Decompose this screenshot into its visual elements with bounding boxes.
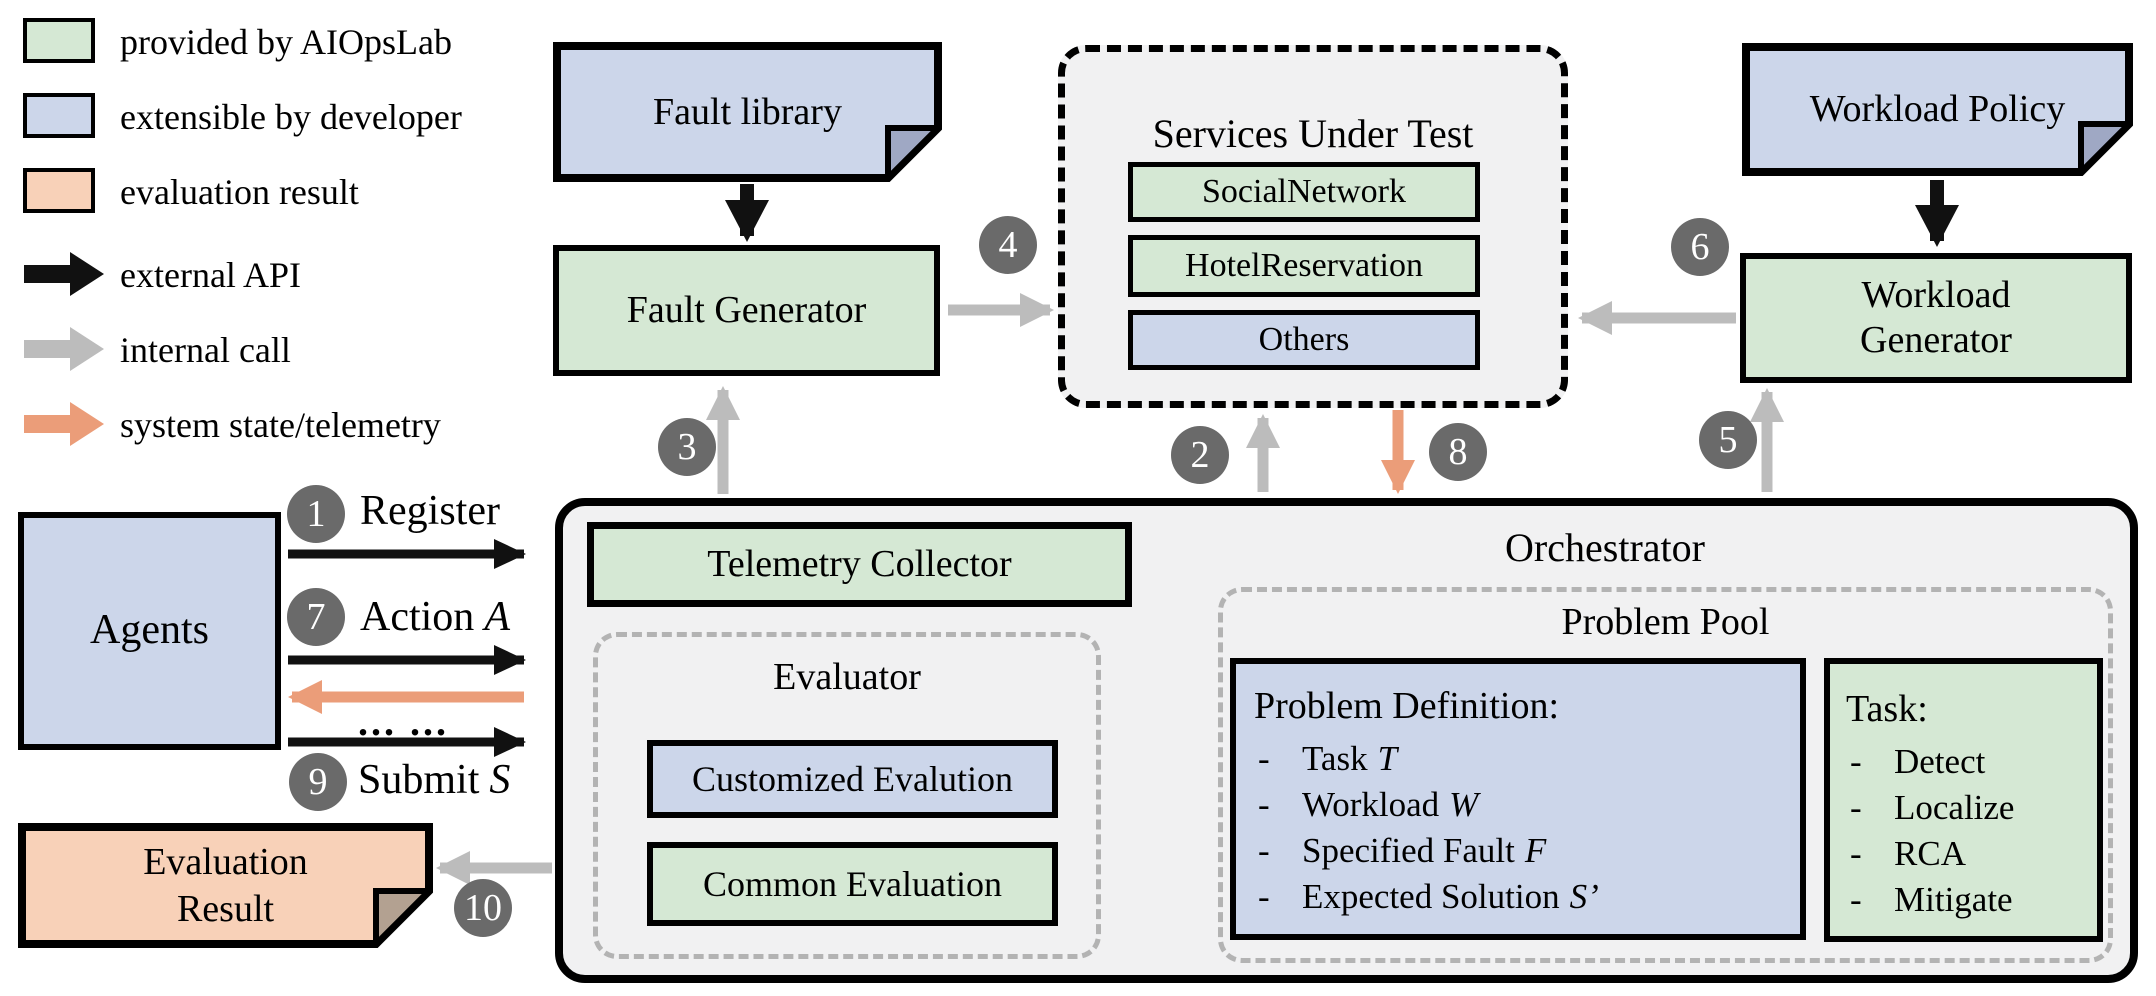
orchestrator-title: Orchestrator bbox=[1505, 525, 1705, 570]
service-label: SocialNetwork bbox=[1202, 173, 1406, 210]
register-label: Register bbox=[360, 488, 500, 534]
fault-library-note: Fault library bbox=[553, 42, 942, 182]
service-socialnetwork: SocialNetwork bbox=[1128, 162, 1480, 222]
fault-library-label: Fault library bbox=[653, 90, 842, 133]
legend-swatch-orange bbox=[23, 168, 95, 213]
task-title: Task: bbox=[1846, 688, 1928, 730]
legend-swatch-blue bbox=[23, 93, 95, 138]
task-list: -Detect -Localize -RCA -Mitigate bbox=[1846, 739, 2014, 923]
workload-policy-note: Workload Policy bbox=[1742, 43, 2133, 176]
evaluator-panel bbox=[593, 632, 1101, 959]
step-badge-4: 4 bbox=[979, 216, 1037, 274]
fault-generator-label: Fault Generator bbox=[626, 289, 867, 332]
problem-pool-panel bbox=[1218, 587, 2113, 963]
step-badge-10: 10 bbox=[454, 879, 512, 937]
telemetry-collector-label: Telemetry Collector bbox=[707, 543, 1012, 586]
legend-label: system state/telemetry bbox=[120, 405, 441, 445]
legend-label: external API bbox=[120, 255, 301, 295]
legend-label: evaluation result bbox=[120, 172, 359, 212]
step-badge-5: 5 bbox=[1699, 411, 1757, 469]
list-item: -Mitigate bbox=[1850, 880, 2013, 919]
evaluation-result-label: Evaluation Result bbox=[18, 823, 433, 948]
task-box bbox=[1824, 658, 2103, 942]
legend-label: extensible by developer bbox=[120, 97, 462, 137]
service-others: Others bbox=[1128, 310, 1480, 370]
service-label: HotelReservation bbox=[1185, 247, 1423, 284]
workload-generator-line2: Generator bbox=[1860, 319, 2012, 361]
ellipsis-label: ... ... bbox=[358, 699, 449, 744]
customized-evaluation-box: Customized Evalution bbox=[647, 740, 1058, 818]
workload-generator-line1: Workload bbox=[1861, 274, 2011, 317]
legend-label: provided by AIOpsLab bbox=[120, 22, 452, 62]
customized-evaluation-label: Customized Evalution bbox=[692, 758, 1013, 799]
workload-generator-box: Workload Generator bbox=[1740, 253, 2132, 383]
common-evaluation-label: Common Evaluation bbox=[703, 863, 1002, 904]
legend-salmon-arrow-icon bbox=[24, 402, 104, 446]
workload-policy-label: Workload Policy bbox=[1809, 88, 2066, 131]
legend-gray-arrow-icon bbox=[24, 327, 104, 371]
service-hotelreservation: HotelReservation bbox=[1128, 235, 1480, 297]
services-under-test-panel: Services Under Test SocialNetwork HotelR… bbox=[1058, 45, 1568, 408]
list-item: -RCA bbox=[1850, 834, 1966, 873]
step-badge-9: 9 bbox=[289, 753, 347, 811]
legend-label: internal call bbox=[120, 330, 291, 370]
step-badge-6: 6 bbox=[1671, 218, 1729, 276]
note-shape bbox=[1742, 43, 2133, 176]
common-evaluation-box: Common Evaluation bbox=[647, 842, 1058, 926]
note-shape bbox=[18, 823, 433, 948]
step-badge-1: 1 bbox=[287, 485, 345, 543]
step-badge-3: 3 bbox=[658, 418, 716, 476]
note-shape bbox=[553, 42, 942, 182]
step-badge-8: 8 bbox=[1429, 423, 1487, 481]
step-badge-7: 7 bbox=[287, 588, 345, 646]
evaluator-title: Evaluator bbox=[773, 656, 921, 698]
telemetry-collector-box: Telemetry Collector bbox=[587, 522, 1132, 607]
evaluation-result-line1: Evaluation bbox=[143, 841, 308, 884]
evaluation-result-note: Evaluation Result bbox=[18, 823, 433, 948]
list-item: -Detect bbox=[1850, 742, 1986, 781]
legend-black-arrow-icon bbox=[24, 252, 104, 296]
step-badge-2: 2 bbox=[1171, 426, 1229, 484]
problem-definition-box bbox=[1230, 658, 1806, 940]
fault-generator-box: Fault Generator bbox=[553, 245, 940, 376]
services-under-test-title: Services Under Test bbox=[1152, 111, 1474, 156]
legend-swatch-green bbox=[23, 18, 95, 63]
evaluation-result-line2: Result bbox=[176, 887, 275, 930]
service-label: Others bbox=[1258, 321, 1350, 358]
agents-box: Agents bbox=[18, 512, 281, 750]
problem-definition-title: Problem Definition: bbox=[1254, 685, 1560, 727]
list-item: -Localize bbox=[1850, 788, 2015, 827]
agents-label: Agents bbox=[90, 607, 209, 654]
problem-pool-title: Problem Pool bbox=[1561, 601, 1770, 643]
